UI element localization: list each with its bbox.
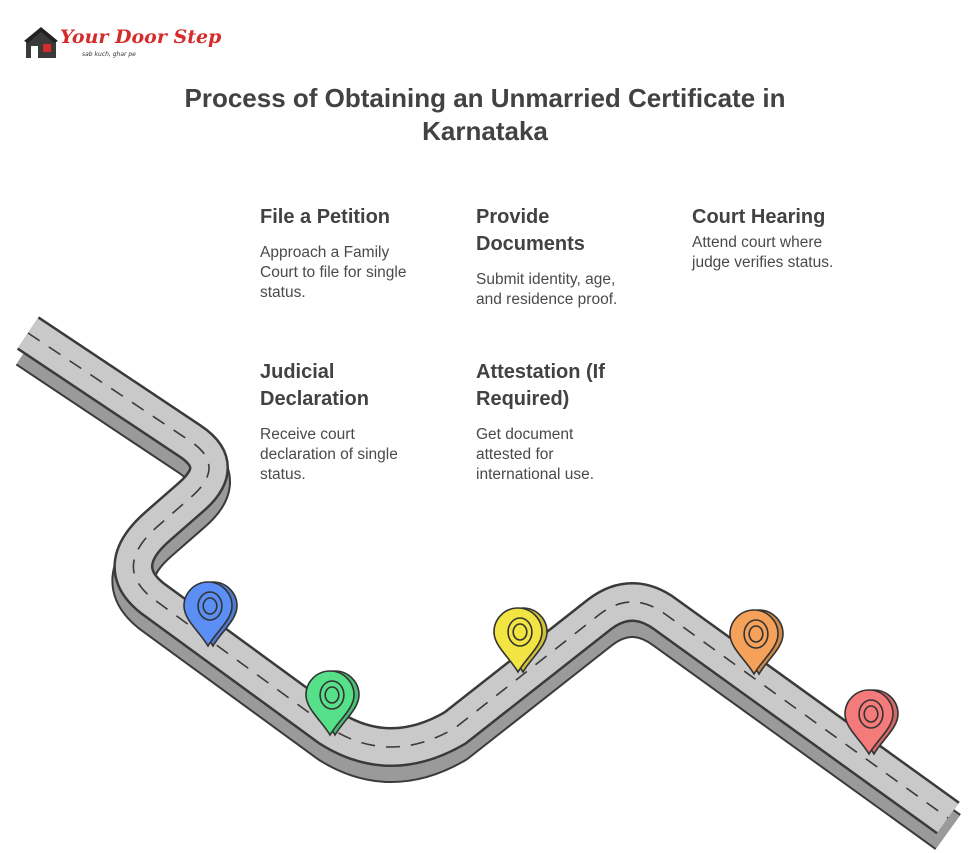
step-file-petition: File a Petition Approach a Family Court …: [260, 204, 430, 303]
step-description: Attend court where judge verifies status…: [692, 234, 834, 271]
step-description: Receive court declaration of single stat…: [260, 426, 398, 483]
step-title: File a Petition: [260, 206, 391, 228]
brand-tagline: sab kuch, ghar pe: [82, 51, 136, 58]
step-court-hearing: Court Hearing Attend court where judge v…: [692, 204, 862, 273]
map-pin-icon: [493, 607, 548, 674]
step-provide-documents: Provide Documents Submit identity, age, …: [476, 204, 646, 310]
house-icon: [24, 27, 58, 58]
step-attestation: Attestation (If Required) Get document a…: [476, 359, 646, 485]
map-pin-icon: [305, 670, 360, 737]
map-pin-icon: [183, 581, 238, 648]
brand-name: Your Door Step: [60, 26, 222, 48]
step-title: Attestation (If Required): [476, 361, 605, 410]
map-pin-icon: [729, 609, 784, 676]
step-description: Submit identity, age, and residence proo…: [476, 271, 618, 308]
map-pin-icon: [844, 689, 899, 756]
step-title: Court Hearing: [692, 206, 826, 228]
step-title: Judicial Declaration: [260, 361, 369, 410]
brand-logo: Your Door Step sab kuch, ghar pe: [24, 22, 221, 68]
step-judicial-declaration: Judicial Declaration Receive court decla…: [260, 359, 430, 485]
page-title: Process of Obtaining an Unmarried Certif…: [184, 83, 786, 146]
step-title: Provide Documents: [476, 206, 585, 255]
step-description: Get document attested for international …: [476, 426, 595, 483]
step-description: Approach a Family Court to file for sing…: [260, 244, 407, 301]
